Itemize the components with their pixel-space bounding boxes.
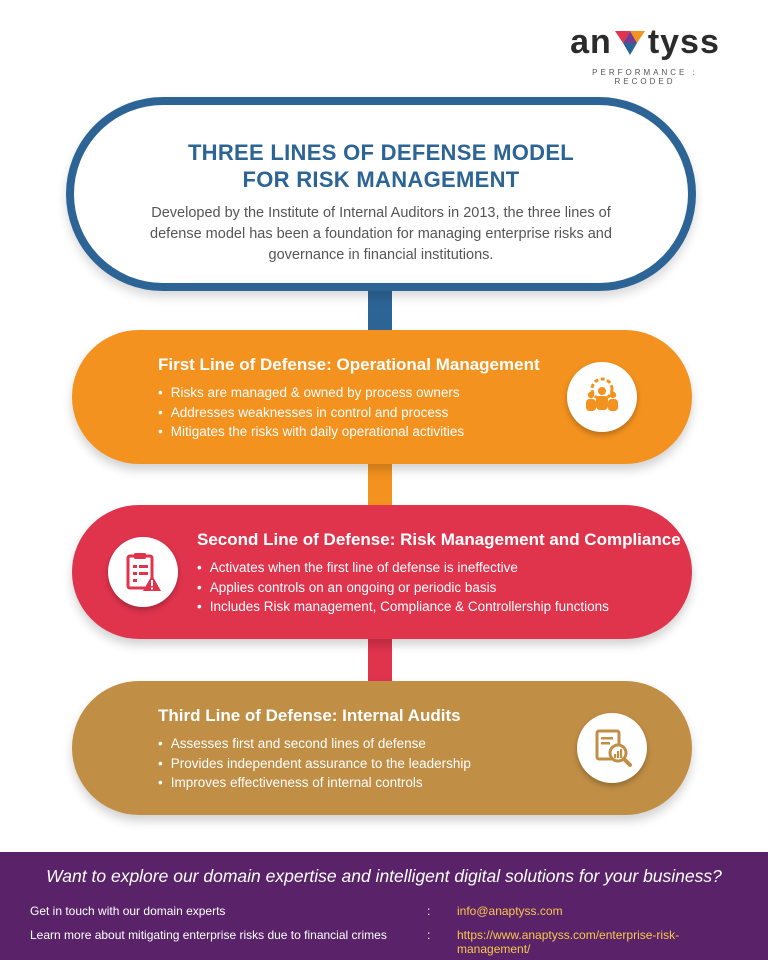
list-item: Improves effectiveness of internal contr…: [158, 773, 471, 793]
second-line-points: Activates when the first line of defense…: [197, 558, 609, 617]
first-line-title: First Line of Defense: Operational Manag…: [158, 355, 540, 374]
report-magnifier-icon: [577, 713, 647, 783]
page-description: Developed by the Institute of Internal A…: [150, 205, 612, 263]
third-line-points: Assesses first and second lines of defen…: [158, 734, 471, 793]
page-title: THREE LINES OF DEFENSE MODEL FOR RISK MA…: [187, 140, 575, 192]
first-line-points: Risks are managed & owned by process own…: [158, 383, 464, 442]
logo-text-right: tyss: [647, 23, 720, 61]
contact-separator: :: [427, 904, 431, 918]
list-item: Mitigates the risks with daily operation…: [158, 422, 464, 442]
list-item: Includes Risk management, Compliance & C…: [197, 597, 609, 617]
list-item: Provides independent assurance to the le…: [158, 754, 471, 774]
second-line-capsule: Second Line of Defense: Risk Management …: [72, 505, 692, 639]
third-line-title: Third Line of Defense: Internal Audits: [158, 706, 461, 725]
logo-mark-icon: [613, 27, 647, 57]
learn-more-label: Learn more about mitigating enterprise r…: [30, 928, 387, 942]
footer-question: Want to explore our domain expertise and…: [46, 866, 722, 886]
list-item: Applies controls on an ongoing or period…: [197, 578, 609, 598]
list-item: Addresses weaknesses in control and proc…: [158, 403, 464, 423]
clipboard-warning-icon: [108, 537, 178, 607]
list-item: Risks are managed & owned by process own…: [158, 383, 464, 403]
team-gear-icon: [567, 362, 637, 432]
contact-email-link[interactable]: info@anaptyss.com: [457, 904, 563, 918]
contact-label: Get in touch with our domain experts: [30, 904, 226, 918]
logo-tagline: PERFORMANCE : RECODED: [592, 68, 698, 86]
logo-wordmark: an tyss: [560, 24, 730, 60]
header-capsule: THREE LINES OF DEFENSE MODEL FOR RISK MA…: [66, 97, 696, 291]
second-line-title: Second Line of Defense: Risk Management …: [197, 530, 681, 549]
footer: Want to explore our domain expertise and…: [0, 852, 768, 960]
third-line-capsule: Third Line of Defense: Internal Audits A…: [72, 681, 692, 815]
logo-text-left: an: [570, 23, 612, 61]
learn-more-separator: :: [427, 928, 431, 942]
first-line-capsule: First Line of Defense: Operational Manag…: [72, 330, 692, 464]
list-item: Assesses first and second lines of defen…: [158, 734, 471, 754]
learn-more-link[interactable]: https://www.anaptyss.com/enterprise-risk…: [457, 928, 680, 956]
connector-bottom: [368, 635, 392, 685]
brand-logo: an tyss PERFORMANCE : RECODED: [560, 24, 730, 86]
list-item: Activates when the first line of defense…: [197, 558, 609, 578]
connector-middle: [368, 460, 392, 510]
